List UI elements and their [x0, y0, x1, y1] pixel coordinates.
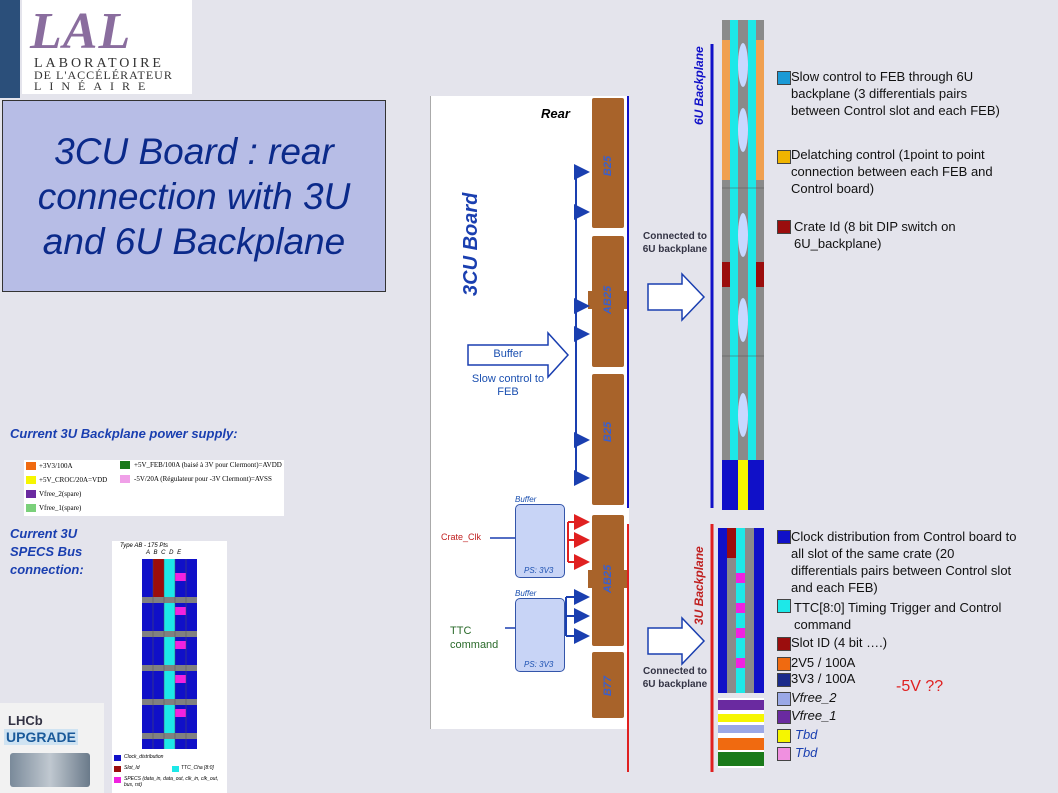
upgrade-word: UPGRADE	[4, 729, 79, 745]
legend-3u-text-2: TTC[8:0] Timing Trigger and Control comm…	[794, 600, 1002, 632]
ps-label-2: PS: 3V3	[524, 660, 554, 669]
legend-3u-text-3: Slot ID (4 bit ….)	[791, 635, 888, 650]
buffer-small-label-2: Buffer	[515, 589, 537, 598]
connected-6u-bottom: Connected to 6U backplane	[642, 666, 708, 690]
connector-b25-top: B25	[592, 98, 624, 228]
legend-3u-swatch-1	[777, 530, 791, 544]
legend-3u-swatch-3	[777, 637, 791, 651]
legend-3u-text-6: Vfree_2	[791, 690, 837, 705]
legend-6u-text-1: Slow control to FEB through 6U backplane…	[791, 69, 1000, 118]
lal-logo: LAL LABORATOIRE DE L'ACCÉLÉRATEUR LINÉAI…	[22, 0, 192, 94]
legend-3u-swatch-6	[777, 692, 791, 706]
legend-3u-swatch-4	[777, 657, 791, 671]
power-item-5: +5V_FEB/100A (baisé à 3V pour Clermont)=…	[134, 461, 282, 469]
legend-3u-swatch-8	[777, 729, 791, 743]
connected-6u-top: Connected to 6U backplane	[642, 231, 708, 255]
logo-line2: DE L'ACCÉLÉRATEUR	[34, 68, 173, 82]
specs-legend-4: SPECS (data_in, data_out, clk_in, clk_ou…	[124, 776, 219, 788]
power-supply-table: +3V3/100A +5V_CROC/20A=VDD Vfree_2(spare…	[24, 460, 284, 516]
power-supply-title: Current 3U Backplane power supply:	[10, 426, 238, 441]
power-item-1: +3V3/100A	[39, 462, 73, 470]
logo-word: LAL	[30, 3, 132, 60]
rear-label: Rear	[541, 106, 570, 121]
legend-3u-text-5: 3V3 / 100A	[791, 671, 856, 686]
crate-clk-label: Crate_Clk	[441, 532, 482, 542]
specs-title: Current 3U SPECS Bus connection:	[10, 526, 84, 577]
buffer-label: Buffer	[493, 348, 523, 360]
ps-label-1: PS: 3V3	[524, 566, 554, 575]
detector-image	[10, 753, 90, 787]
specs-table-title: Type AB - 175 Pts	[120, 543, 169, 549]
logo-side-bar	[0, 0, 20, 98]
connector-b25-mid: B25	[592, 374, 624, 505]
legend-6u-swatch-3	[777, 220, 791, 234]
specs-legend-2: Slot_Id	[124, 765, 140, 771]
connector-b77: B77	[592, 652, 624, 718]
legend-3u-swatch-5	[777, 673, 791, 687]
specs-grid	[142, 559, 197, 749]
specs-legend-1: Clock_distribution	[124, 754, 164, 760]
power-item-4: Vfree_1(spare)	[39, 504, 82, 512]
logo-line3: LINÉAIRE	[34, 79, 154, 93]
buffer-box-ttc	[515, 598, 565, 672]
legend-6u-swatch-2	[777, 150, 791, 164]
power-item-2: +5V_CROC/20A=VDD	[39, 476, 108, 484]
connector-ab25-top: AB25	[588, 236, 628, 367]
legend-6u-text-2: Delatching control (1point to point conn…	[791, 147, 993, 196]
ttc-command-label: TTC command	[450, 625, 499, 651]
legend-3u-text-8: Tbd	[795, 727, 818, 742]
legend-3u-text-7: Vfree_1	[791, 708, 837, 723]
legend-6u-swatch-1	[777, 71, 791, 85]
lhcb-word: LHCb	[8, 713, 43, 728]
backplane-3u-label: 3U Backplane	[692, 546, 706, 625]
logo-line1: LABORATOIRE	[34, 56, 164, 71]
legend-6u-text-3: Crate Id (8 bit DIP switch on 6U_backpla…	[794, 219, 956, 251]
buffer-small-label-1: Buffer	[515, 495, 537, 504]
neg-5v-note: -5V ??	[896, 678, 944, 695]
backplane-6u-label: 6U Backplane	[692, 46, 706, 125]
connector-strip-6u	[722, 20, 764, 510]
specs-table: Type AB - 175 Pts A B C D E Clock_distri…	[112, 541, 227, 793]
slow-control-label: Slow control to FEB	[471, 373, 545, 398]
slide-title: 3CU Board : rear connection with 3U and …	[37, 130, 351, 262]
legend-3u-text-9: Tbd	[795, 745, 818, 760]
power-item-6: -5V/20A (Régulateur pour -3V Clermont)=A…	[134, 475, 272, 483]
connector-ab25-bottom: AB25	[588, 515, 628, 646]
specs-legend-3: TTC_Cha [8:0]	[181, 765, 214, 771]
legend-3u-text-4: 2V5 / 100A	[791, 655, 856, 670]
connector-strip-3u	[718, 528, 764, 768]
slide-title-box: 3CU Board : rear connection with 3U and …	[2, 100, 386, 292]
power-item-3: Vfree_2(spare)	[39, 490, 82, 498]
specs-cols: A B C D E	[146, 550, 182, 556]
legend-3u-swatch-2	[777, 599, 791, 613]
legend-3u-swatch-9	[777, 747, 791, 761]
legend-3u-text-1: Clock distribution from Control board to…	[791, 529, 1017, 595]
lhcb-upgrade-logo: LHCb UPGRADE	[0, 703, 104, 793]
buffer-box-clk	[515, 504, 565, 578]
legend-3u-swatch-7	[777, 710, 791, 724]
